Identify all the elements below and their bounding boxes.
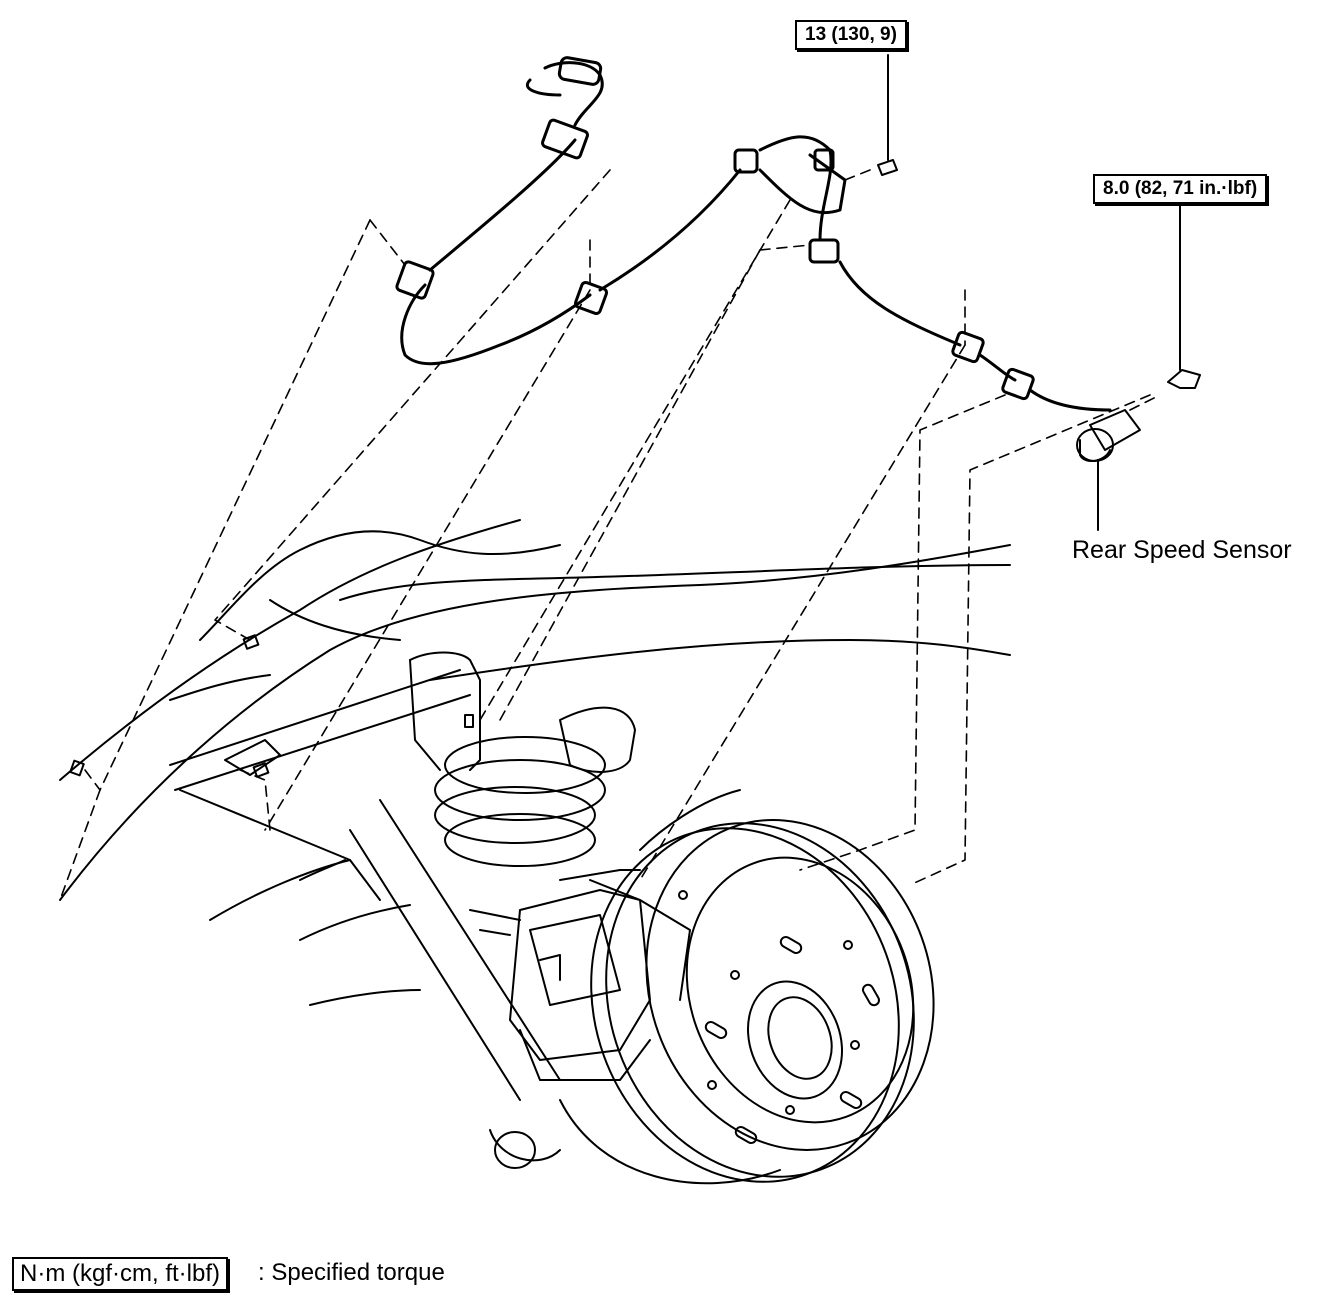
- coil-spring: [434, 736, 606, 867]
- torque-unit-legend-box: N·m (kgf·cm, ft·lbf): [12, 1257, 228, 1291]
- brake-rotor: [559, 819, 935, 1185]
- lower-arm: [349, 799, 561, 1169]
- brake-caliper: [509, 869, 691, 1081]
- brake-hose: [469, 789, 741, 936]
- torque-callout-upper-bolt: 13 (130, 9): [795, 20, 907, 50]
- torque-legend-description: : Specified torque: [258, 1259, 445, 1286]
- rear-speed-sensor-part: [1076, 409, 1141, 531]
- body-clips: [69, 634, 474, 778]
- shock-mount: [559, 706, 636, 773]
- torque-callout-sensor-bolt: 8.0 (82, 71 in.·lbf): [1093, 174, 1268, 204]
- bolt-sensor: [1167, 199, 1201, 389]
- bolt-upper: [877, 54, 898, 176]
- speed-sensor-wire-harness: [395, 56, 1112, 412]
- body-frame-lines: [59, 519, 1011, 1006]
- dashed-leader-lines: [59, 169, 1161, 901]
- rear-speed-sensor-label: Rear Speed Sensor: [1072, 536, 1292, 564]
- stabilizer-bar: [169, 651, 481, 901]
